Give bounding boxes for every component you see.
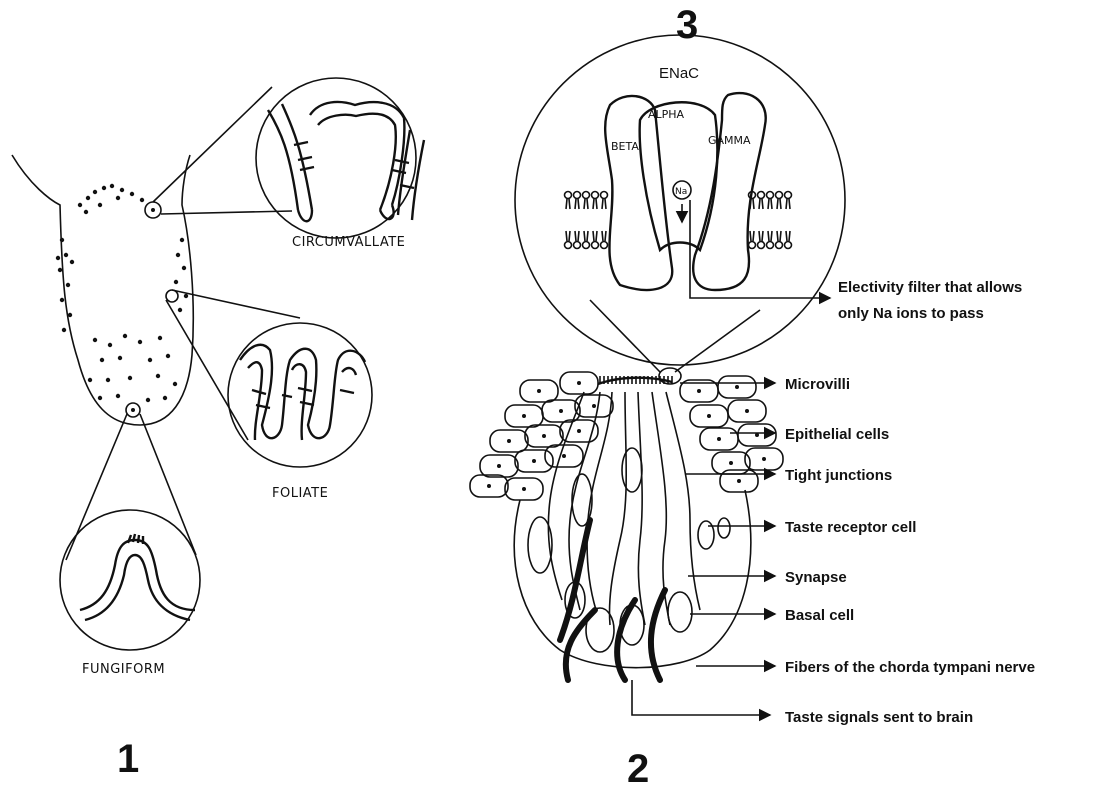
panel-number-3: 3 [676, 3, 698, 47]
papilla-dot [140, 198, 144, 202]
papilla-dot [174, 280, 178, 284]
beta-label: BETA [611, 140, 639, 153]
papilla-dot [138, 340, 142, 344]
papilla-dot [62, 328, 66, 332]
enac-title: ENaC [659, 65, 699, 82]
epithelial-label: Epithelial cells [785, 426, 889, 443]
papilla-dot [93, 338, 97, 342]
papilla-dot [56, 256, 60, 260]
enac-zoom [515, 35, 845, 365]
papilla-dot [163, 396, 167, 400]
papilla-dot [78, 203, 82, 207]
na-ion-label: Na [675, 187, 687, 197]
papilla-dot [123, 334, 127, 338]
microvilli-label: Microvilli [785, 376, 850, 393]
papilla-dot [178, 308, 182, 312]
papilla-dot [100, 358, 104, 362]
circumvallate-label: CIRCUMVALLATE [292, 235, 405, 250]
papilla-dot [66, 283, 70, 287]
papilla-dot [60, 238, 64, 242]
enac-panel: 3 ENaC ALPHA BETA GAMMA Na Electivity fi… [515, 3, 1022, 372]
membrane-left [565, 192, 608, 249]
papilla-dot [70, 260, 74, 264]
tongue-outline [12, 155, 193, 425]
filter-label-line2: only Na ions to pass [838, 305, 984, 322]
gamma-subunit [693, 93, 766, 290]
panel-number-2: 2 [627, 747, 649, 788]
papilla-dot [60, 298, 64, 302]
papilla-dot [180, 238, 184, 242]
papilla-dot [128, 376, 132, 380]
papilla-dot [146, 398, 150, 402]
papillae-dots [56, 184, 188, 402]
synapse-label: Synapse [785, 569, 847, 586]
papilla-dot [108, 343, 112, 347]
taste-bud-panel: Microvilli Epithelial cells Tight juncti… [470, 368, 1035, 788]
papilla-dot [86, 196, 90, 200]
taste-receptor-label: Taste receptor cell [785, 519, 916, 536]
papilla-dot [68, 313, 72, 317]
fungiform-zoom [60, 510, 200, 650]
papilla-dot [176, 253, 180, 257]
alpha-label: ALPHA [648, 108, 685, 121]
papilla-dot [98, 396, 102, 400]
papilla-dot [84, 210, 88, 214]
papilla-dot [110, 184, 114, 188]
papilla-dot [102, 186, 106, 190]
papilla-dot [93, 190, 97, 194]
panel-number-1: 1 [117, 737, 139, 781]
taste-bud-outline [514, 490, 750, 668]
papilla-dot [173, 382, 177, 386]
gamma-label: GAMMA [708, 134, 751, 147]
papilla-dot [158, 336, 162, 340]
papilla-dot [166, 354, 170, 358]
papilla-dot [184, 294, 188, 298]
papilla-dot [64, 253, 68, 257]
basal-cell-label: Basal cell [785, 607, 854, 624]
foliate-marker [166, 290, 178, 302]
tight-junctions-label: Tight junctions [785, 467, 892, 484]
fungiform-label: FUNGIFORM [82, 662, 165, 677]
nerve-fibers [560, 520, 665, 680]
foliate-zoom [228, 323, 372, 467]
papilla-dot [116, 196, 120, 200]
signals-label: Taste signals sent to brain [785, 709, 973, 726]
fibers-label: Fibers of the chorda tympani nerve [785, 659, 1035, 676]
papilla-dot [116, 394, 120, 398]
papilla-dot [148, 358, 152, 362]
papilla-dot [156, 374, 160, 378]
alpha-subunit [640, 102, 718, 250]
papilla-dot [88, 378, 92, 382]
papilla-dot [120, 188, 124, 192]
papilla-dot [182, 266, 186, 270]
papilla-dot [106, 378, 110, 382]
membrane-right [749, 192, 792, 249]
papilla-dot [58, 268, 62, 272]
filter-label-line1: Electivity filter that allows [838, 279, 1022, 296]
papilla-dot [130, 192, 134, 196]
tongue-panel: CIRCUMVALLATE FOLIATE FUNGIFORM 1 [12, 78, 424, 781]
papilla-dot [118, 356, 122, 360]
papilla-dot [98, 203, 102, 207]
foliate-label: FOLIATE [272, 486, 328, 501]
